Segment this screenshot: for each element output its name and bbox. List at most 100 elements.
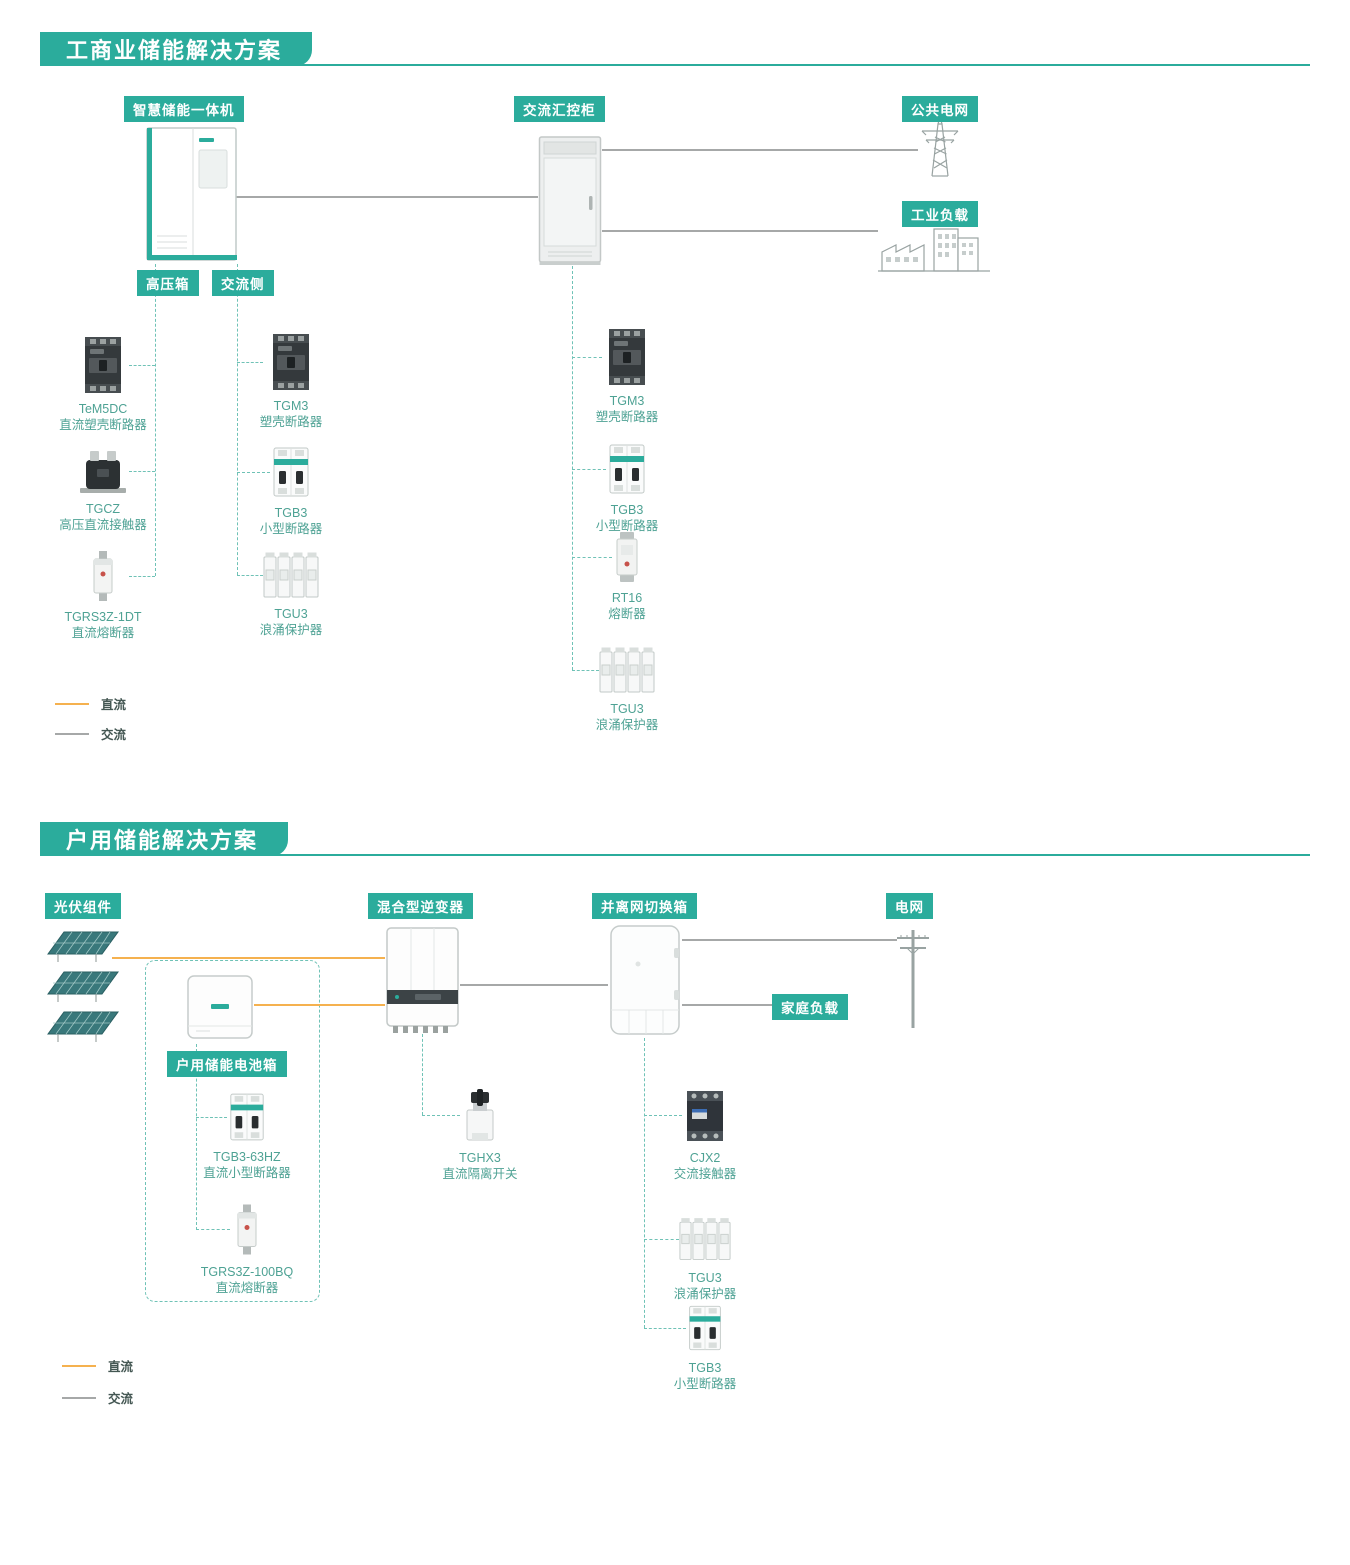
dashed-line-inverter-products: [422, 1034, 423, 1115]
ac-legend-line: [55, 732, 89, 735]
ess-cabinet-device: [146, 126, 238, 269]
product-name: TeM5DC: [78, 402, 128, 416]
dashed-stub: [129, 576, 155, 577]
mccb-icon: [78, 336, 128, 394]
product-desc: 小型断路器: [595, 519, 659, 534]
product-desc: 高压直流接触器: [59, 518, 147, 533]
product-rt16: RT16 熔断器: [572, 531, 682, 623]
product-name: TGU3: [688, 1271, 722, 1285]
product-tem5dc: TeM5DC 直流塑壳断路器: [48, 336, 158, 434]
product-desc: 直流塑壳断路器: [59, 418, 147, 433]
dashed-stub: [196, 1229, 230, 1230]
dc-fuse-icon: [230, 1202, 264, 1257]
spd-icon: [263, 551, 319, 599]
mcb-icon: [606, 443, 648, 495]
product-desc: 直流熔断器: [215, 1281, 279, 1296]
dc-isolator-icon: [460, 1088, 500, 1143]
mcb-icon: [270, 446, 312, 498]
product-tgu3-switch: TGU3 浪涌保护器: [650, 1215, 760, 1303]
product-desc: 交流接触器: [673, 1167, 737, 1182]
product-desc: 塑壳断路器: [595, 410, 659, 425]
product-name: TGRS3Z-1DT: [64, 610, 142, 624]
dc-legend-line: [62, 1364, 96, 1367]
dashed-stub: [129, 471, 155, 472]
product-tgb3-acside: TGB3 小型断路器: [236, 446, 346, 538]
ac-wire-cabinet-to-load: [602, 230, 878, 232]
ac-cabinet-device: [538, 134, 602, 271]
ac-wire-switch-to-home: [682, 1004, 772, 1006]
dc-legend-label: 直流: [101, 698, 127, 712]
switch-box-icon: [610, 925, 680, 1035]
dc-contactor-icon: [77, 448, 129, 494]
dashed-line-switch-products: [644, 1038, 645, 1328]
dc-fuse-icon: [86, 550, 120, 602]
section2-title-banner: 户用储能解决方案: [40, 822, 289, 856]
dc-wire-battery-to-inverter: [254, 1004, 385, 1006]
section1-title: 工商业储能解决方案: [66, 38, 283, 63]
dashed-stub: [644, 1115, 682, 1116]
label-pv-modules: 光伏组件: [45, 893, 121, 919]
label-switch-box: 并离网切换箱: [592, 893, 697, 919]
section1-title-banner: 工商业储能解决方案: [40, 32, 313, 66]
label-hv-box: 高压箱: [137, 270, 199, 296]
label-grid: 电网: [886, 893, 933, 919]
label-home-load: 家庭负载: [772, 994, 848, 1020]
product-tgu3-acside: TGU3 浪涌保护器: [236, 551, 346, 639]
dc-legend-line: [55, 702, 89, 705]
pv-array-device: [42, 926, 120, 1049]
mcb-icon: [686, 1303, 724, 1353]
dashed-stub: [644, 1328, 686, 1329]
product-desc: 直流熔断器: [71, 626, 135, 641]
product-tgrs3z-100bq: TGRS3Z-100BQ 直流熔断器: [192, 1202, 302, 1297]
utility-pole-icon: [897, 930, 929, 1028]
product-name: RT16: [611, 591, 643, 605]
product-tgb3-switch: TGB3 小型断路器: [650, 1303, 760, 1393]
hybrid-inverter-device: [385, 926, 460, 1039]
product-name: TGB3: [688, 1361, 722, 1375]
label-ac-side: 交流侧: [212, 270, 274, 296]
product-tgb3-cabinet: TGB3 小型断路器: [572, 443, 682, 535]
legend-ac-row: 交流: [55, 724, 126, 743]
mccb-icon: [602, 328, 652, 386]
product-tgb3-63hz: TGB3-63HZ 直流小型断路器: [192, 1092, 302, 1182]
switch-box-device: [608, 924, 682, 1043]
label-industry-load: 工业负载: [902, 201, 978, 227]
product-name: TGRS3Z-100BQ: [200, 1265, 294, 1279]
pv-array-icon: [47, 931, 119, 1042]
product-name: TGCZ: [85, 502, 121, 516]
dashed-line-battery-products: [196, 1044, 197, 1230]
section2-divider-line: [40, 854, 1310, 856]
dashed-stub: [572, 357, 602, 358]
dashed-line-cabinet-products: [572, 266, 573, 670]
product-tgcz: TGCZ 高压直流接触器: [48, 448, 158, 534]
dashed-stub: [644, 1239, 679, 1240]
product-tgrs3z-1dt: TGRS3Z-1DT 直流熔断器: [48, 550, 158, 642]
product-desc: 小型断路器: [673, 1377, 737, 1392]
ac-cabinet-icon: [538, 136, 602, 265]
dashed-stub: [237, 575, 263, 576]
section1-divider-line: [40, 64, 1310, 66]
product-tgm3-cabinet: TGM3 塑壳断路器: [572, 328, 682, 426]
dashed-stub: [237, 362, 263, 363]
product-desc: 直流隔离开关: [442, 1167, 518, 1182]
battery-box-outline: [145, 960, 320, 1302]
label-ac-cabinet: 交流汇控柜: [514, 96, 605, 122]
hybrid-inverter-icon: [386, 927, 459, 1033]
dashed-stub: [572, 670, 599, 671]
section2-title: 户用储能解决方案: [66, 828, 259, 853]
product-desc: 直流小型断路器: [203, 1166, 291, 1181]
dashed-stub: [237, 472, 270, 473]
mcb-icon: [227, 1092, 267, 1142]
legend-ac-row: 交流: [62, 1388, 133, 1407]
product-name: TGB3-63HZ: [213, 1150, 281, 1164]
battery-cabinet-icon: [187, 975, 253, 1039]
fuse-icon: [612, 531, 642, 583]
product-name: TGHX3: [459, 1151, 501, 1165]
product-desc: 熔断器: [608, 607, 646, 622]
product-name: TGB3: [610, 503, 644, 517]
product-name: TGU3: [274, 607, 308, 621]
legend-dc-row: 直流: [62, 1356, 133, 1375]
label-public-grid: 公共电网: [902, 96, 978, 122]
product-tgm3-acside: TGM3 塑壳断路器: [236, 333, 346, 431]
